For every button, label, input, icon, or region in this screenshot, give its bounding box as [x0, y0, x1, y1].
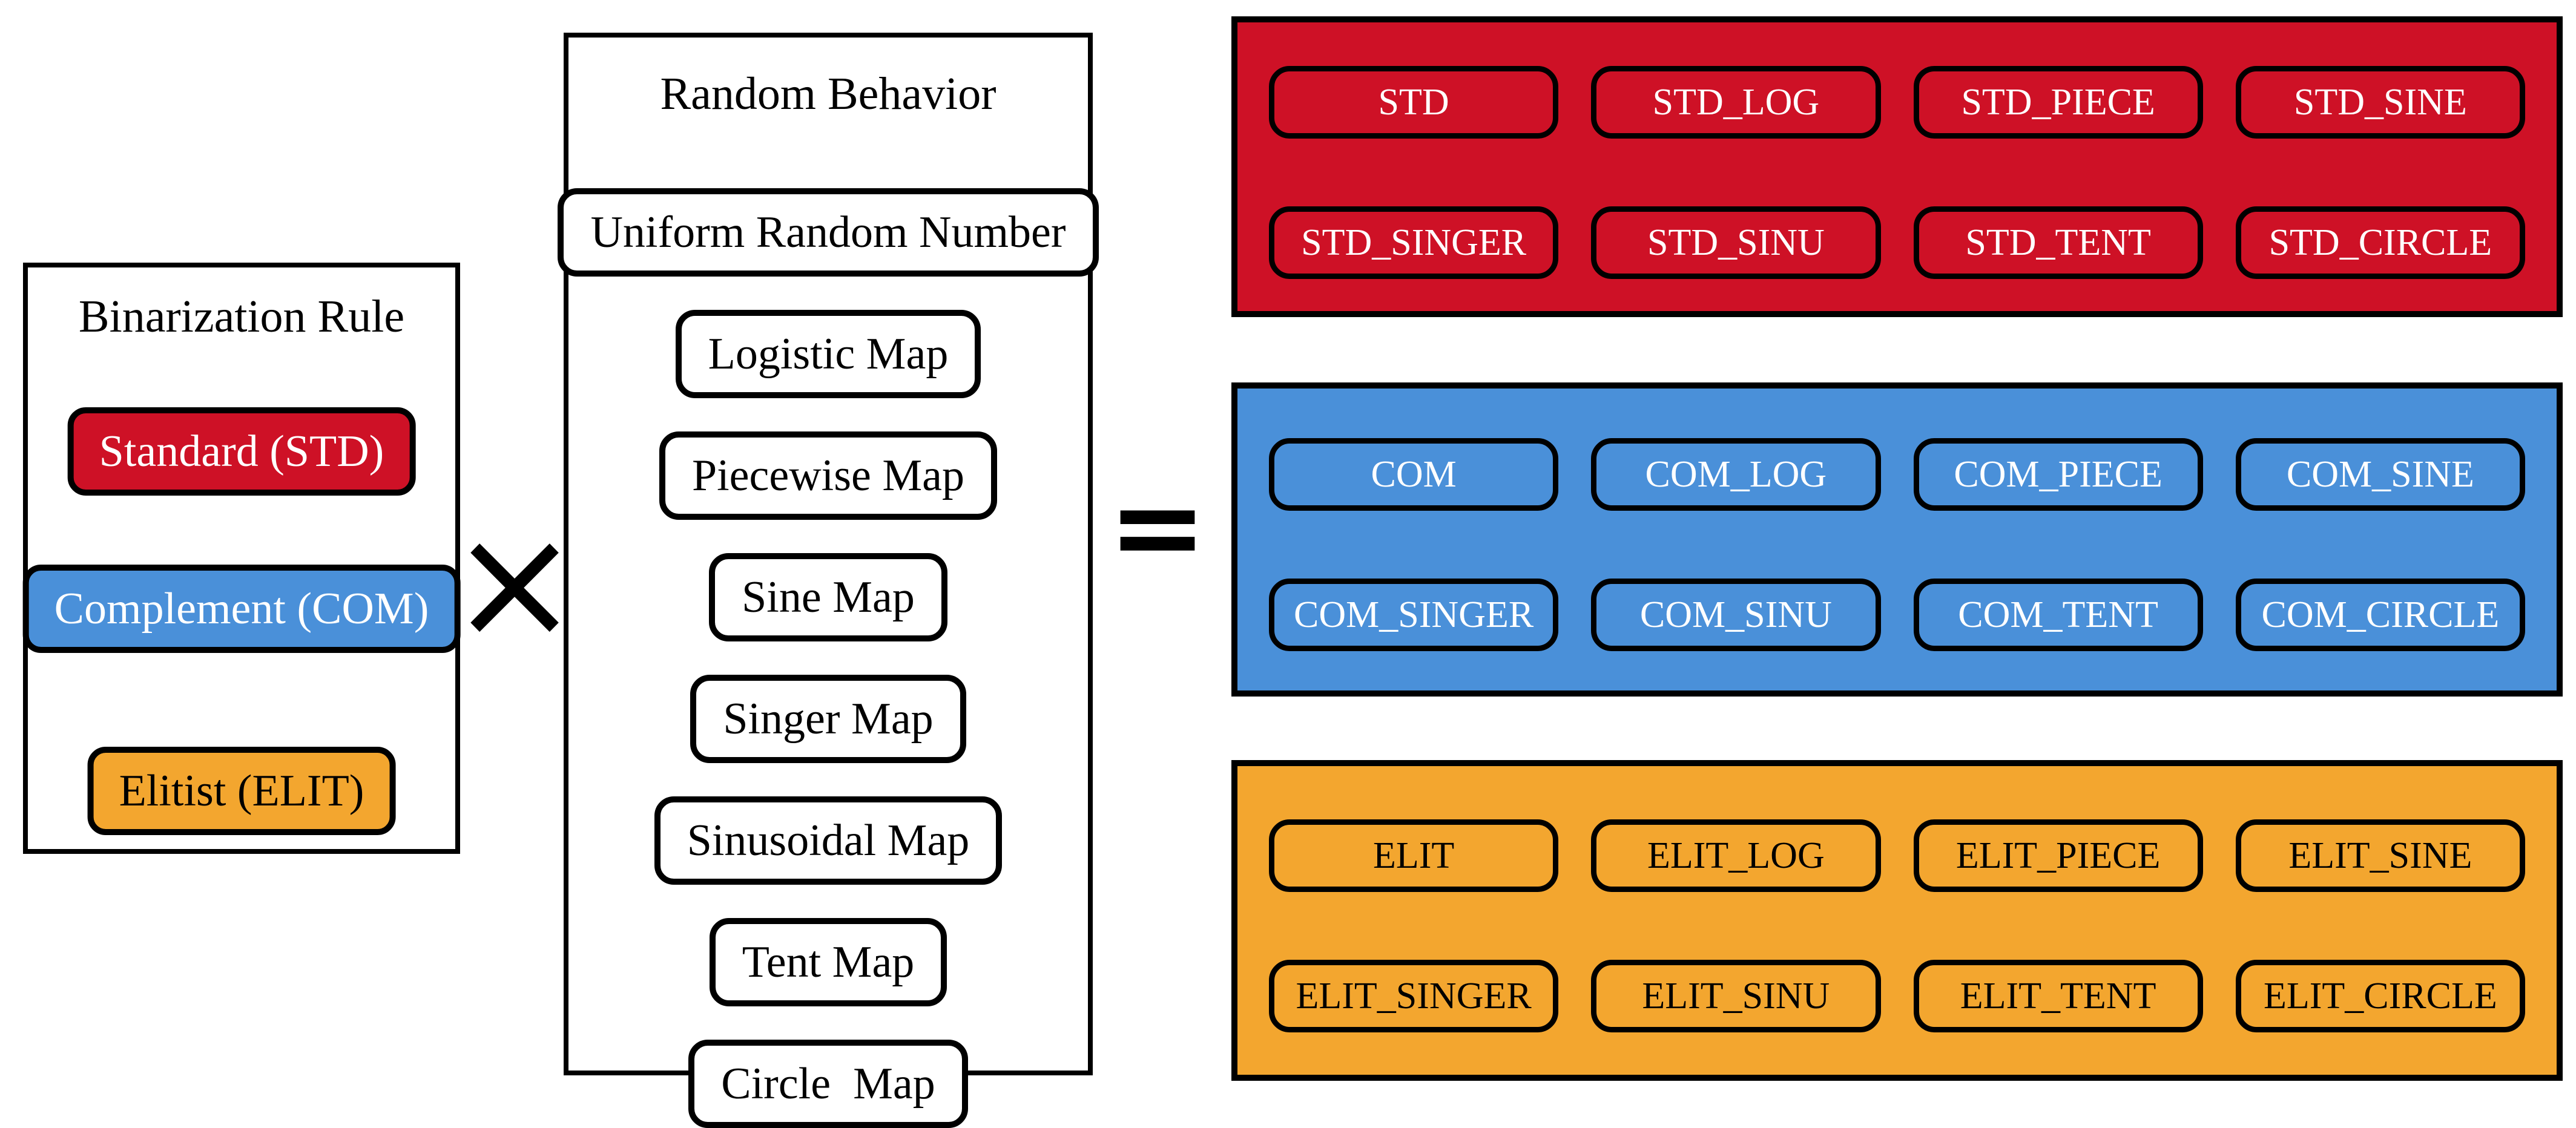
random-behavior-list: Uniform Random Number Logistic Map Piece…	[558, 188, 1099, 1128]
combination-cell-elit-log: ELIT_LOG	[1591, 819, 1881, 892]
combination-cell-com: COM	[1269, 438, 1559, 511]
elit-combinations-panel: ELIT ELIT_LOG ELIT_PIECE ELIT_SINE ELIT_…	[1231, 760, 2563, 1081]
combination-cell-elit: ELIT	[1269, 819, 1559, 892]
binarization-item-elitist: Elitist (ELIT)	[87, 747, 396, 835]
random-behavior-box: Random Behavior Uniform Random Number Lo…	[558, 33, 1099, 1128]
combination-cell-std-log: STD_LOG	[1591, 66, 1881, 139]
combination-cell-elit-circle: ELIT_CIRCLE	[2235, 960, 2525, 1032]
combination-cell-com-sinu: COM_SINU	[1591, 579, 1881, 651]
random-behavior-item-piecewise: Piecewise Map	[659, 431, 998, 520]
multiply-icon: ×	[449, 492, 581, 674]
random-behavior-item-tent: Tent Map	[709, 918, 947, 1006]
binarization-rule-box: Binarization Rule Standard (STD) Complem…	[22, 263, 461, 854]
equals-icon: =	[1107, 458, 1208, 596]
combination-cell-elit-singer: ELIT_SINGER	[1269, 960, 1559, 1032]
combination-cell-std-circle: STD_CIRCLE	[2235, 206, 2525, 279]
random-behavior-item-sine: Sine Map	[709, 553, 947, 641]
combination-cell-std: STD	[1269, 66, 1559, 139]
random-behavior-item-circle: Circle Map	[688, 1040, 968, 1128]
binarization-item-complement: Complement (COM)	[22, 565, 461, 653]
combination-cell-com-log: COM_LOG	[1591, 438, 1881, 511]
combination-cell-com-tent: COM_TENT	[1913, 579, 2203, 651]
combination-cell-elit-piece: ELIT_PIECE	[1913, 819, 2203, 892]
combination-cell-std-piece: STD_PIECE	[1913, 66, 2203, 139]
binarization-rule-title: Binarization Rule	[78, 291, 405, 342]
combination-cell-elit-sinu: ELIT_SINU	[1591, 960, 1881, 1032]
combination-cell-com-singer: COM_SINGER	[1269, 579, 1559, 651]
combination-cell-com-sine: COM_SINE	[2235, 438, 2525, 511]
random-behavior-title: Random Behavior	[660, 68, 996, 119]
random-behavior-item-singer: Singer Map	[690, 675, 966, 763]
random-behavior-item-uniform: Uniform Random Number	[558, 188, 1099, 277]
random-behavior-item-logistic: Logistic Map	[675, 310, 981, 398]
com-combinations-panel: COM COM_LOG COM_PIECE COM_SINE COM_SINGE…	[1231, 382, 2563, 697]
combination-cell-elit-sine: ELIT_SINE	[2235, 819, 2525, 892]
std-combinations-panel: STD STD_LOG STD_PIECE STD_SINE STD_SINGE…	[1231, 16, 2563, 317]
combination-cell-std-tent: STD_TENT	[1913, 206, 2203, 279]
combination-diagram: { "figure": { "binarization": { "title":…	[22, 16, 2563, 1128]
combination-cell-elit-tent: ELIT_TENT	[1913, 960, 2203, 1032]
combination-cell-com-piece: COM_PIECE	[1913, 438, 2203, 511]
combination-cell-std-sinu: STD_SINU	[1591, 206, 1881, 279]
combination-cell-std-sine: STD_SINE	[2235, 66, 2525, 139]
combination-cell-com-circle: COM_CIRCLE	[2235, 579, 2525, 651]
combination-cell-std-singer: STD_SINGER	[1269, 206, 1559, 279]
random-behavior-item-sinusoidal: Sinusoidal Map	[654, 796, 1003, 885]
binarization-item-standard: Standard (STD)	[67, 407, 416, 496]
